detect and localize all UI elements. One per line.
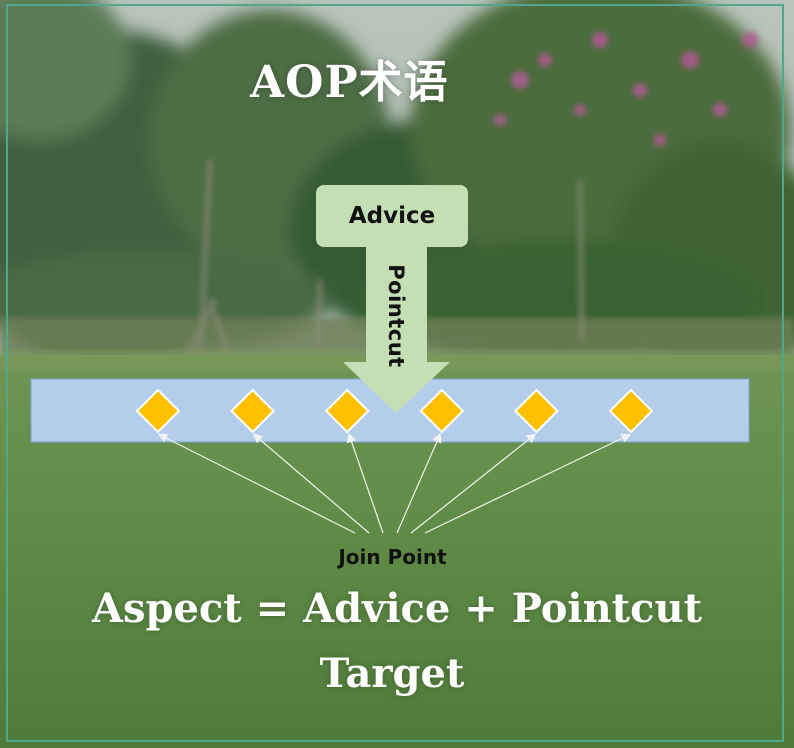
pointcut-label: Pointcut xyxy=(384,264,408,368)
aspect-formula: Aspect = Advice + Pointcut xyxy=(91,585,703,632)
join-point-diamond xyxy=(135,388,181,434)
join-point-label: Join Point xyxy=(338,545,447,569)
connector-line xyxy=(396,432,442,534)
connector-line xyxy=(410,433,537,534)
advice-label: Advice xyxy=(348,203,436,229)
target-label: Target xyxy=(319,650,465,697)
join-point-diamond xyxy=(608,388,654,434)
connector-line xyxy=(252,433,370,534)
connector-line xyxy=(157,433,356,534)
connector-line xyxy=(424,433,632,534)
advice-box: Advice xyxy=(316,185,468,247)
join-point-diamond xyxy=(324,388,370,434)
connector-line xyxy=(347,432,384,534)
slide-title: AOP术语 xyxy=(250,57,449,108)
join-point-diamond xyxy=(513,388,559,434)
join-points xyxy=(135,388,654,434)
join-point-diamond xyxy=(230,388,276,434)
connector-lines xyxy=(157,432,632,534)
pointcut-arrow xyxy=(343,240,450,413)
join-point-diamond xyxy=(419,388,465,434)
